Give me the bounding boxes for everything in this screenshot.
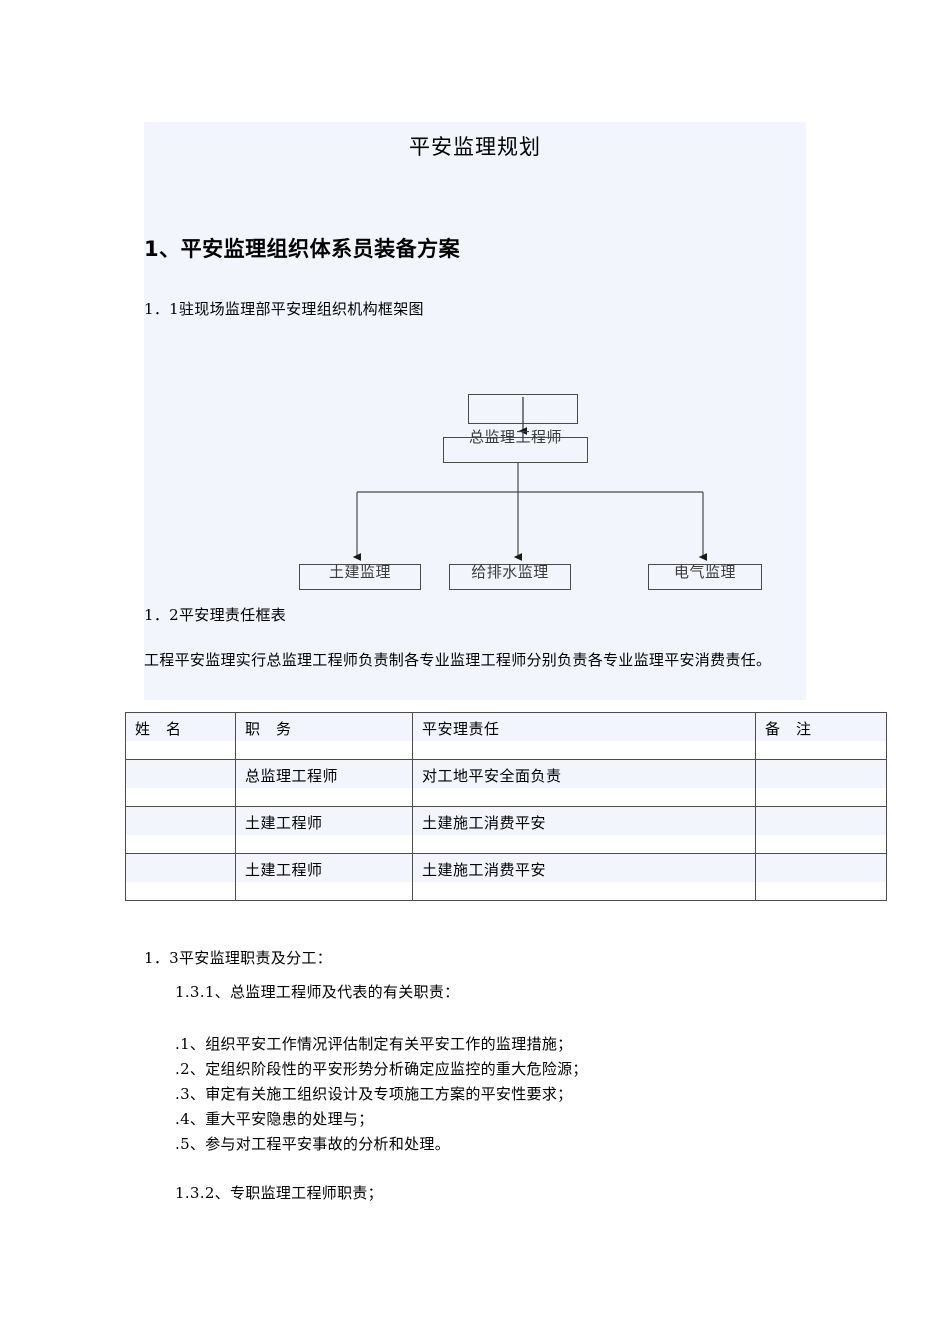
subsection-1-3-label: 1．3平安监理职责及分工：: [144, 949, 332, 967]
responsibility-table: 姓 名 职 务 平安理责任 备 注 总监理工程师 对工地平安全面负责 土建工程师…: [125, 712, 887, 901]
org-label-electrical-supervision: 电气监理: [673, 563, 736, 581]
cell-name-text: [126, 854, 235, 882]
cell-duty-text: 土建施工消费平安: [413, 807, 755, 835]
list-item: .2、定组织阶段性的平安形势分析确定应监控的重大危险源；: [175, 1060, 588, 1078]
org-label-plumbing-supervision: 给排水监理: [471, 563, 549, 581]
highlight-shading-block: [144, 122, 806, 700]
table-header-row: 姓 名 职 务 平安理责任 备 注: [125, 712, 887, 760]
org-box-electrical-supervision: [648, 564, 762, 590]
cell-remark: [755, 853, 887, 901]
cell-duty: 对工地平安全面负责: [412, 759, 756, 807]
table-header-name: 姓 名: [125, 712, 236, 760]
org-box-top-blank: [468, 394, 578, 424]
cell-position-text: 土建工程师: [236, 807, 412, 835]
cell-duty-text: 土建施工消费平安: [413, 854, 755, 882]
subsection-1-2-label: 1．2平安理责任框表: [144, 606, 287, 624]
list-item: .1、组织平安工作情况评估制定有关平安工作的监理措施；: [175, 1035, 573, 1053]
org-label-chief-supervisor: 总监理工程师: [468, 428, 562, 446]
cell-remark-text: [756, 760, 886, 788]
table-header-name-text: 姓 名: [126, 713, 235, 741]
cell-remark: [755, 759, 887, 807]
org-box-plumbing-supervision: [449, 564, 571, 590]
table-header-position-text: 职 务: [236, 713, 412, 741]
cell-position: 土建工程师: [235, 853, 413, 901]
cell-name: [125, 806, 236, 854]
cell-duty-text: 对工地平安全面负责: [413, 760, 755, 788]
subsection-1-3-2-label: 1.3.2、专职监理工程师职责；: [175, 1184, 383, 1202]
cell-duty: 土建施工消费平安: [412, 806, 756, 854]
subsection-1-1-label: 1．1驻现场监理部平安理组织机构框架图: [144, 300, 424, 318]
cell-position-text: 总监理工程师: [236, 760, 412, 788]
cell-duty: 土建施工消费平安: [412, 853, 756, 901]
duty-list: .1、组织平安工作情况评估制定有关平安工作的监理措施； .2、定组织阶段性的平安…: [175, 1032, 588, 1157]
list-item: .4、重大平安隐患的处理与；: [175, 1110, 374, 1128]
table-header-remark-text: 备 注: [756, 713, 886, 741]
cell-name: [125, 853, 236, 901]
table-row: 土建工程师 土建施工消费平安: [125, 853, 887, 901]
cell-name: [125, 759, 236, 807]
cell-name-text: [126, 760, 235, 788]
cell-position-text: 土建工程师: [236, 854, 412, 882]
cell-position: 土建工程师: [235, 806, 413, 854]
cell-name-text: [126, 807, 235, 835]
cell-remark: [755, 806, 887, 854]
cell-remark-text: [756, 854, 886, 882]
list-item: .5、参与对工程平安事故的分析和处理。: [175, 1135, 451, 1153]
table-header-position: 职 务: [235, 712, 413, 760]
table-header-duty: 平安理责任: [412, 712, 756, 760]
cell-position: 总监理工程师: [235, 759, 413, 807]
org-label-civil-supervision: 土建监理: [328, 563, 391, 581]
org-box-chief-supervisor: [443, 437, 588, 463]
cell-remark-text: [756, 807, 886, 835]
table-header-remark: 备 注: [755, 712, 887, 760]
intro-paragraph: 工程平安监理实行总监理工程师负责制各专业监理工程师分别负责各专业监理平安消费责任…: [144, 651, 772, 669]
page-title: 平安监理规划: [409, 135, 541, 159]
subsection-1-3-1-label: 1.3.1、总监理工程师及代表的有关职责：: [175, 983, 460, 1001]
table-header-duty-text: 平安理责任: [413, 713, 755, 741]
list-item: .3、审定有关施工组织设计及专项施工方案的平安性要求；: [175, 1085, 573, 1103]
org-box-civil-supervision: [299, 564, 421, 590]
table-row: 土建工程师 土建施工消费平安: [125, 806, 887, 854]
section-heading: 1、平安监理组织体系员装备方案: [144, 237, 461, 261]
table-row: 总监理工程师 对工地平安全面负责: [125, 759, 887, 807]
